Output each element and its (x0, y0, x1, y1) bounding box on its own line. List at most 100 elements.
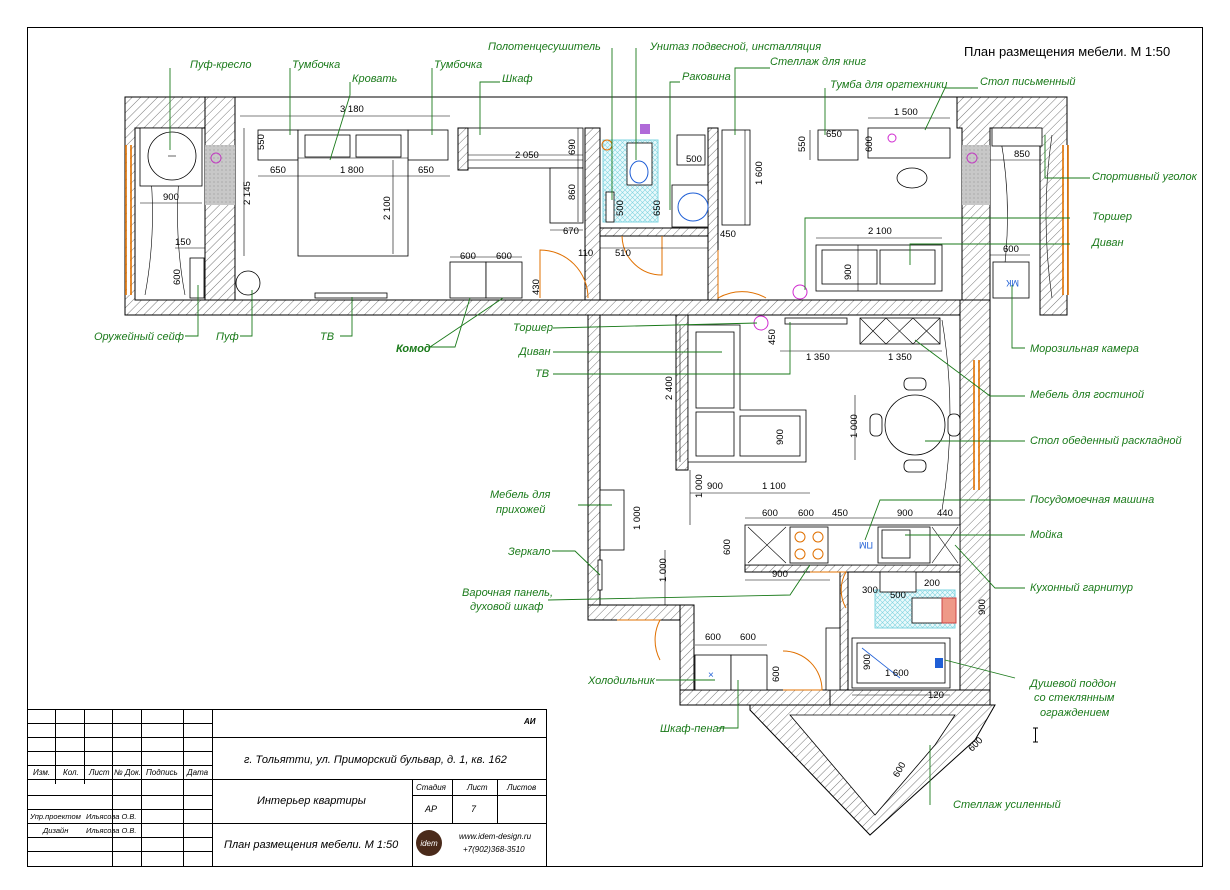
dim-label: 600 (705, 632, 721, 643)
fridge-symbol: × (708, 670, 714, 681)
label-stol-pis: Стол письменный (980, 76, 1076, 88)
dim-label: 600 (798, 508, 814, 519)
label-mebel-gost: Мебель для гостиной (1030, 389, 1144, 401)
label-divan-top: Диван (1090, 237, 1124, 249)
stamp-stadia: АР (425, 804, 438, 814)
room-labels: Пуф-кресло Тумбочка Кровать Тумбочка Шка… (94, 41, 1198, 811)
dim-label: 850 (1014, 149, 1030, 160)
stamp-phone: +7(902)368-3510 (463, 845, 525, 854)
dim-label: 1 000 (849, 414, 860, 438)
dim-label: 110 (578, 248, 593, 259)
dim-label: 900 (862, 654, 873, 670)
dim-label: 2 400 (664, 376, 675, 400)
label-dush-3: ограждением (1040, 707, 1110, 719)
dim-label: 650 (418, 165, 434, 176)
label-meb-prih-1: Мебель для (490, 489, 551, 501)
label-shkaf: Шкаф (502, 73, 533, 85)
stamp-header-list: Лист (89, 768, 110, 777)
stamp-project: Интерьер квартиры (257, 795, 366, 807)
idem-logo: idem (416, 830, 442, 856)
dim-label: 3 180 (340, 104, 364, 115)
label-divan-living: Диван (517, 346, 551, 358)
label-unitaz: Унитаз подвесной, инсталляция (649, 41, 821, 53)
dim-label: 1 350 (888, 352, 912, 363)
stamp-sheet-title: План размещения мебели. М 1:50 (224, 839, 399, 851)
dim-label: 650 (826, 129, 842, 140)
dim-label: 1 600 (754, 161, 765, 185)
label-zerkalo: Зеркало (508, 546, 551, 558)
stamp-name-upr: Ильясова О.В. (86, 812, 137, 821)
dim-label: 650 (270, 165, 286, 176)
label-puf: Пуф (216, 331, 239, 343)
stamp-header-podpis: Подпись (146, 768, 178, 777)
stamp-header-kol: Кол. (63, 768, 79, 777)
stamp-code: АИ (524, 717, 536, 726)
dim-label: 2 100 (868, 226, 892, 237)
dim-label: 2 100 (382, 196, 393, 220)
walls (124, 96, 1068, 836)
dim-label: 550 (256, 134, 267, 150)
dim-label: 900 (843, 264, 854, 280)
dim-label: 120 (928, 690, 944, 701)
dim-label: 1 800 (340, 165, 364, 176)
dim-label: 600 (496, 251, 512, 262)
dim-label: 500 (686, 154, 702, 165)
dim-label: 860 (567, 184, 578, 200)
idem-logo-text: idem (420, 838, 438, 848)
stamp-list-number: 7 (471, 804, 477, 814)
leader-lines (169, 48, 1090, 805)
label-tumba-orgtech: Тумба для оргтехники (830, 79, 947, 91)
stamp-role-upr: Упр.проектом (30, 812, 81, 821)
furniture (139, 124, 1043, 691)
dim-label: 200 (924, 578, 940, 589)
stamp-header-nodok: № Док. (114, 768, 141, 777)
stamp-website: www.idem-design.ru (459, 832, 532, 841)
dimension-labels: 3 180 550 650 1 800 650 2 145 2 100 900 … (163, 104, 1030, 780)
dimension-lines (140, 115, 1042, 696)
dim-label: 500 (890, 590, 906, 601)
dim-label: 600 (722, 539, 733, 555)
text-cursor-icon (1033, 727, 1038, 743)
dim-label: 1 500 (894, 107, 918, 118)
drawing-title: План размещения мебели. М 1:50 (964, 44, 1171, 59)
freezer-symbol: МК (1006, 278, 1019, 288)
label-moroz: Морозильная камера (1030, 343, 1139, 355)
label-seif: Оружейный сейф (94, 331, 184, 343)
label-krovat: Кровать (352, 73, 397, 85)
dim-label: 600 (460, 251, 476, 262)
dim-label: 690 (567, 139, 578, 155)
stamp-header-data: Дата (187, 768, 209, 777)
stamp-header-listov: Листов (507, 783, 537, 792)
label-tv-bedroom: ТВ (320, 331, 334, 343)
dim-label: 450 (720, 229, 736, 240)
dim-label: 600 (1003, 244, 1019, 255)
dim-label: 1 600 (885, 668, 909, 679)
label-stellazh-knig: Стеллаж для книг (770, 56, 867, 68)
dim-label: 1 000 (658, 558, 669, 582)
label-torsher-living: Торшер (513, 322, 553, 334)
label-sport: Спортивный уголок (1092, 171, 1198, 183)
label-komod: Комод (396, 343, 431, 355)
stamp-address: г. Тольятти, ул. Приморский бульвар, д. … (244, 754, 507, 766)
dim-label: 600 (864, 136, 875, 152)
dim-label: 550 (797, 136, 808, 152)
dim-label: 1 350 (806, 352, 830, 363)
dim-label: 1 000 (632, 506, 643, 530)
label-torsher-top: Торшер (1092, 211, 1132, 223)
dim-label: 2 145 (242, 181, 253, 205)
stamp-role-diz: Дизайн (43, 826, 69, 835)
label-dush-2: со стеклянным (1034, 692, 1115, 704)
drawing-frame (27, 27, 1203, 867)
dim-label: 600 (762, 508, 778, 519)
dim-label: 600 (740, 632, 756, 643)
label-puf-kreslo: Пуф-кресло (190, 59, 251, 71)
dim-label: 2 050 (515, 150, 539, 161)
dim-label: 900 (707, 481, 723, 492)
label-moika: Мойка (1030, 529, 1063, 541)
label-varoch-1: Варочная панель, (462, 587, 553, 599)
doors (539, 235, 847, 691)
dim-label: 670 (563, 226, 579, 237)
label-tumbochka-left: Тумбочка (292, 59, 340, 71)
windows (125, 129, 1069, 511)
